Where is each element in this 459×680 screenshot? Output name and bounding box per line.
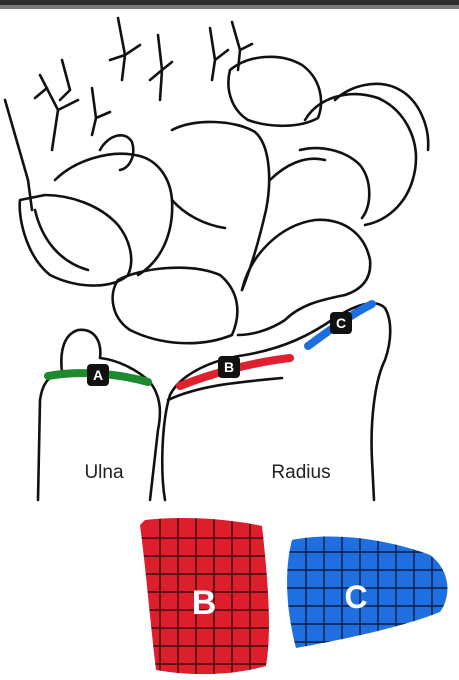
marker-b-text: B bbox=[224, 359, 234, 375]
marker-a-text: A bbox=[93, 367, 103, 383]
patch-c-text: C bbox=[344, 579, 367, 615]
radius-label: Radius bbox=[271, 462, 330, 483]
wrist-anatomy-illustration: A B C Ulna Radius bbox=[3, 16, 430, 502]
marker-c-text: C bbox=[336, 315, 346, 331]
ulna-label: Ulna bbox=[84, 462, 124, 483]
patch-b-text: B bbox=[192, 584, 217, 622]
top-border-bar bbox=[0, 0, 459, 9]
marker-c-label: C bbox=[330, 312, 352, 334]
carpal-bones bbox=[18, 55, 430, 345]
patch-b: B bbox=[140, 518, 269, 675]
marker-a-label: A bbox=[87, 364, 109, 386]
marker-b-label: B bbox=[218, 356, 240, 378]
articular-surface-patches: B C bbox=[140, 518, 448, 675]
patch-c: C bbox=[287, 536, 448, 648]
metacarpal-lines bbox=[3, 16, 254, 212]
